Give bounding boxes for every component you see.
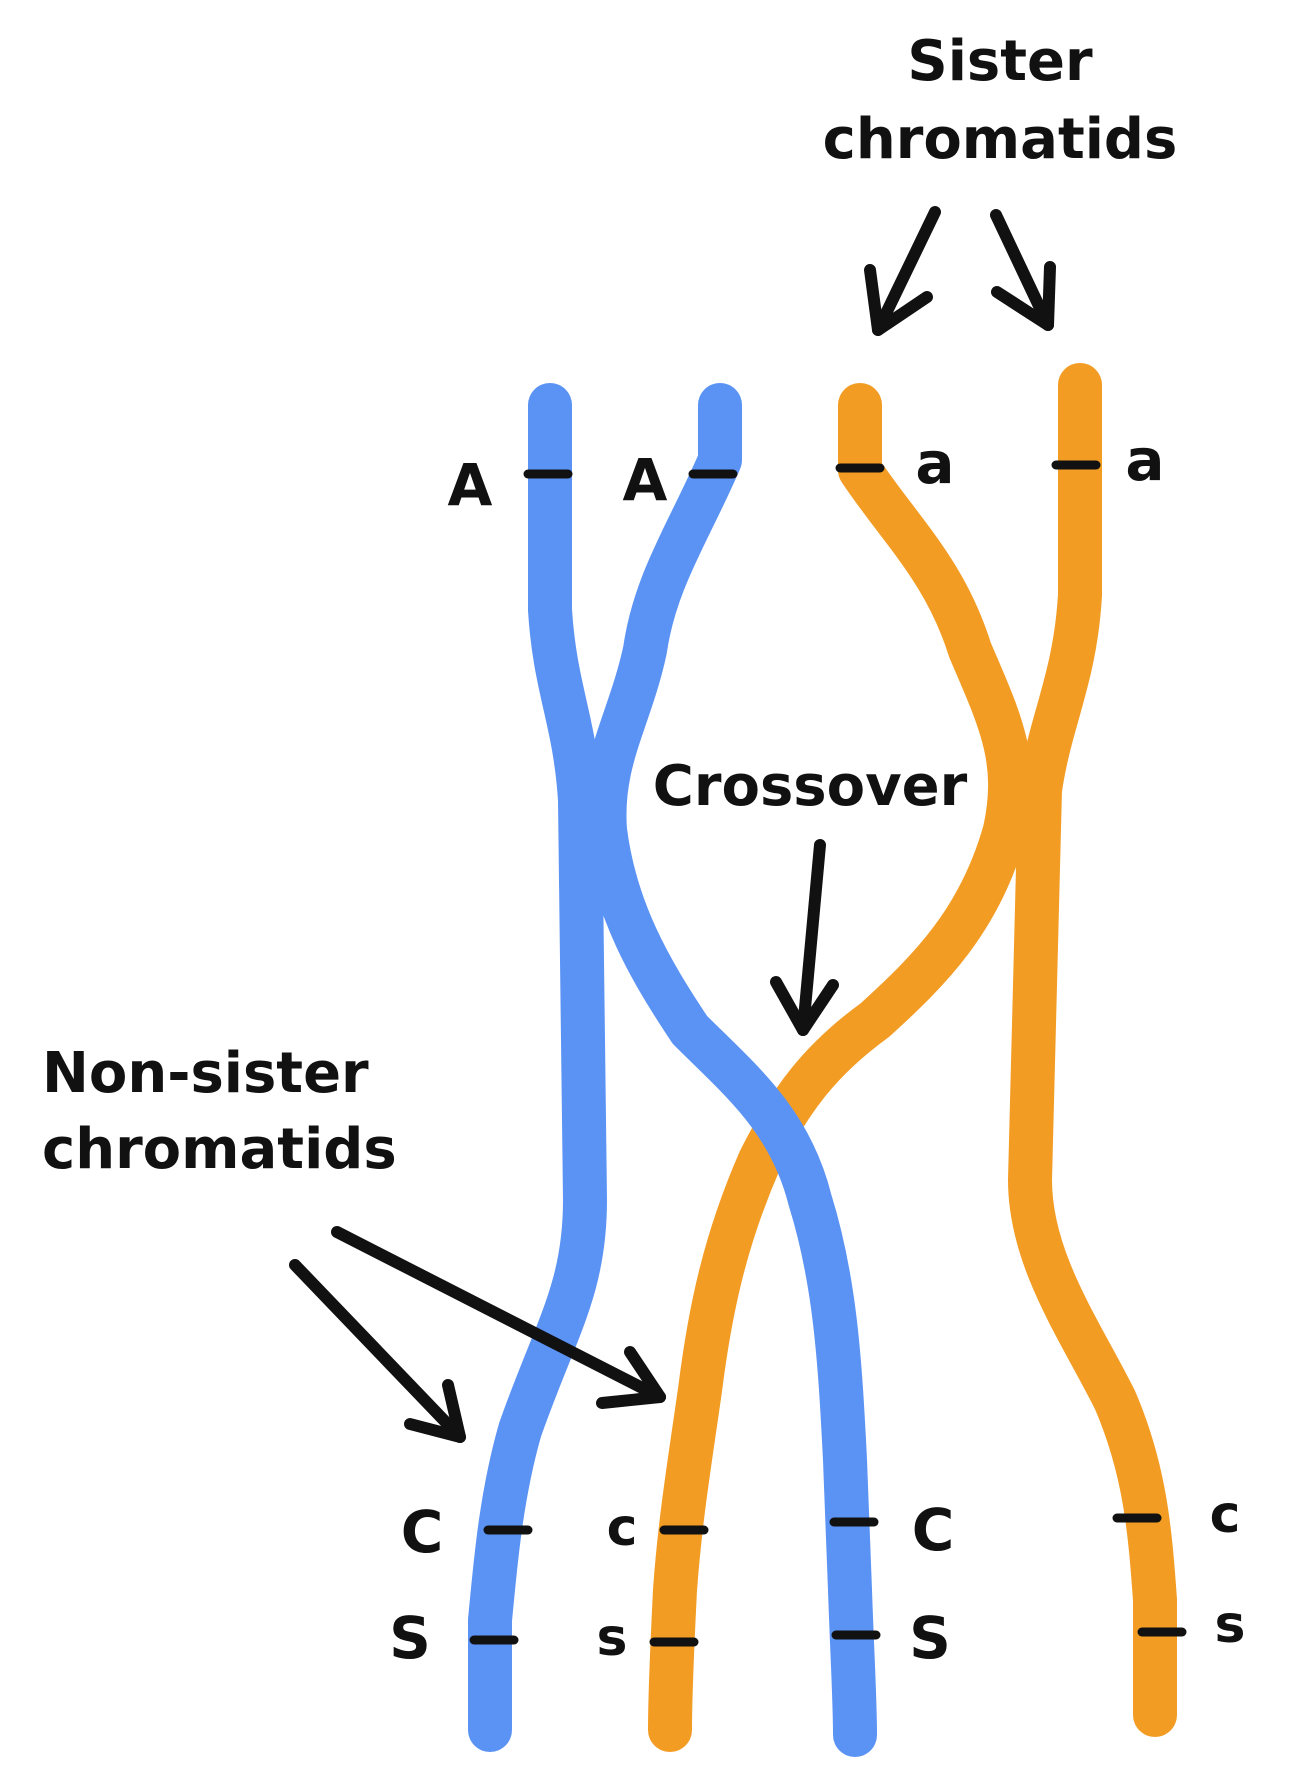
crossover-arrow [770, 839, 839, 1036]
allele-A-left: A [448, 451, 493, 519]
arrows [289, 206, 1056, 1443]
allele-a-right: a [1125, 426, 1164, 494]
allele-marks [469, 460, 1187, 1647]
crossover-label: Crossover [653, 754, 968, 819]
allele-s-crossing: s [597, 1608, 628, 1668]
allele-S-crossing: S [909, 1604, 951, 1672]
nonsister-chromatids-label-line1: Non-sister [42, 1041, 369, 1106]
allele-c-right: c [1210, 1485, 1241, 1545]
allele-C-left: C [401, 1498, 444, 1566]
sister-arrow-right [990, 209, 1056, 331]
nonsister-arrow-right [331, 1226, 666, 1409]
sister-chromatids-label-line2: chromatids [823, 107, 1178, 172]
sister-chromatids-label-line1: Sister [907, 29, 1093, 94]
nonsister-arrow-left [289, 1259, 466, 1443]
crossover-label-backing [642, 750, 972, 825]
allele-A-right: A [623, 446, 668, 514]
allele-a-left: a [915, 429, 954, 497]
allele-c-crossing: c [607, 1498, 638, 1558]
allele-C-crossing: C [912, 1496, 955, 1564]
nonsister-chromatids-label-line2: chromatids [42, 1117, 397, 1182]
allele-s-right: s [1215, 1595, 1246, 1655]
orange-chromatid-right [1008, 363, 1177, 1737]
chromatids [468, 363, 1177, 1757]
sister-arrow-left [864, 206, 941, 336]
blue-chromatid-crossing [582, 383, 877, 1757]
allele-S-left: S [389, 1604, 431, 1672]
